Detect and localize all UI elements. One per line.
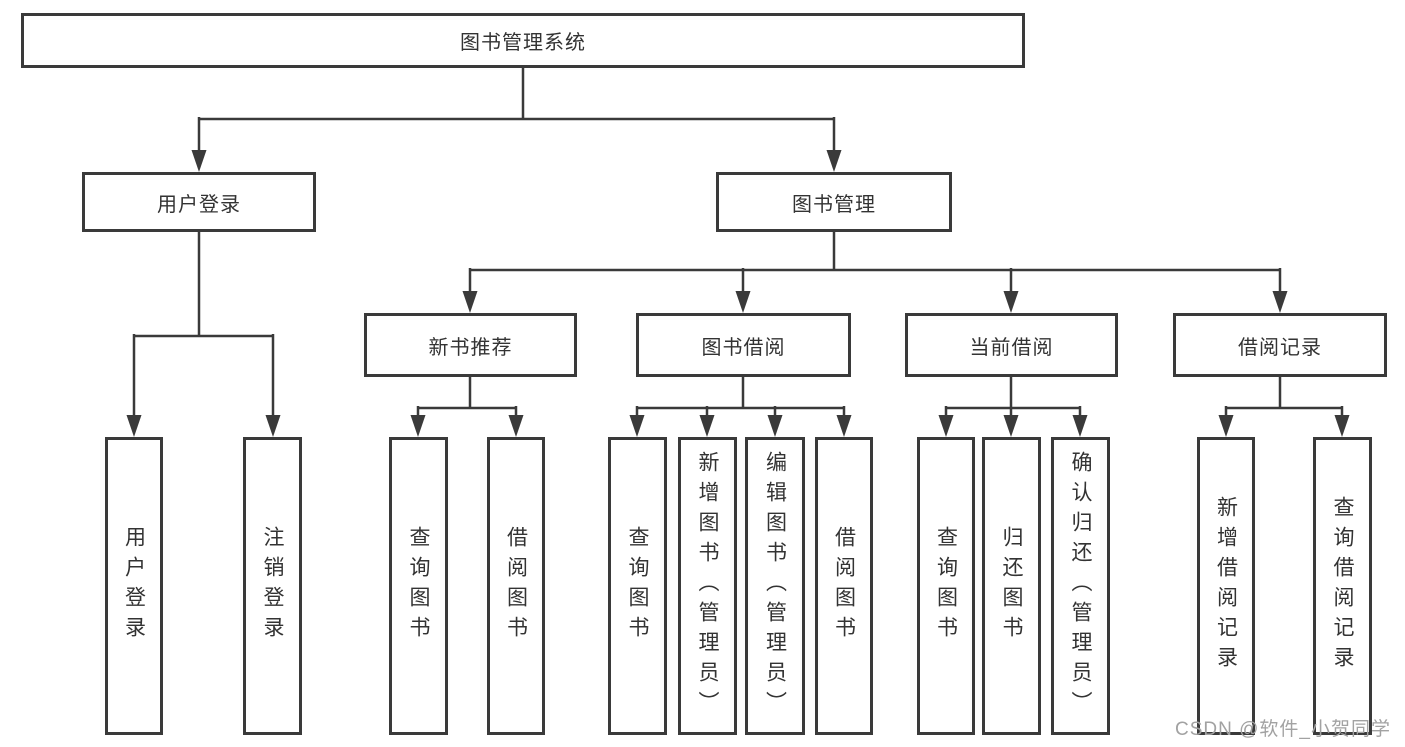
arrowhead-icon bbox=[1072, 415, 1088, 437]
arrowhead-icon bbox=[462, 291, 478, 313]
csdn-watermark: CSDN @软件_小贺同学 bbox=[1175, 719, 1391, 740]
arrowhead-icon bbox=[826, 150, 842, 172]
arrowhead-icon bbox=[410, 415, 426, 437]
arrowhead-icon bbox=[699, 415, 715, 437]
node-label: 图书管理 bbox=[792, 193, 876, 216]
node-label: 图书借阅 bbox=[701, 336, 786, 359]
leaf-edit-books-admin: 编辑图书（管理员） bbox=[745, 437, 805, 735]
arrowhead-icon bbox=[735, 291, 751, 313]
node-label: 用户登录 bbox=[122, 526, 146, 646]
edge-recommend-to-leaves bbox=[416, 377, 518, 417]
leaf-borrow-books: 借阅图书 bbox=[815, 437, 873, 735]
arrowhead-icon bbox=[1334, 415, 1350, 437]
arrowhead-icon bbox=[1218, 415, 1234, 437]
edge-root-to-level2 bbox=[197, 68, 836, 152]
edge-borrow-to-leaves bbox=[635, 377, 846, 417]
edge-current-to-leaves bbox=[944, 377, 1082, 417]
node-label: 图书管理系统 bbox=[460, 32, 586, 54]
node-label: 借阅图书 bbox=[504, 526, 528, 646]
arrowhead-icon bbox=[191, 150, 207, 172]
arrowhead-icon bbox=[126, 415, 142, 437]
leaf-add-borrow-record: 新增借阅记录 bbox=[1197, 437, 1255, 735]
leaf-query-borrow-record: 查询借阅记录 bbox=[1313, 437, 1372, 735]
leaf-query-books-borrow: 查询图书 bbox=[608, 437, 667, 735]
edge-management-to-level3 bbox=[468, 232, 1282, 293]
arrowhead-icon bbox=[767, 415, 783, 437]
node-label: 新增借阅记录 bbox=[1214, 496, 1238, 676]
node-book-borrow: 图书借阅 bbox=[636, 313, 851, 377]
edge-login-to-leaves bbox=[132, 232, 275, 417]
leaf-logout: 注销登录 bbox=[243, 437, 302, 735]
node-library-management-system: 图书管理系统 bbox=[21, 13, 1025, 68]
arrowhead-icon bbox=[265, 415, 281, 437]
node-label: 查询图书 bbox=[626, 526, 649, 646]
node-label: 当前借阅 bbox=[969, 336, 1054, 359]
leaf-query-books-recommend: 查询图书 bbox=[389, 437, 448, 735]
node-label: 编辑图书（管理员） bbox=[763, 451, 787, 721]
node-label: 查询图书 bbox=[407, 526, 430, 646]
edge-records-to-leaves bbox=[1224, 377, 1344, 417]
node-label: 借阅图书 bbox=[832, 526, 856, 646]
node-label: 借阅记录 bbox=[1238, 336, 1322, 359]
node-current-borrow: 当前借阅 bbox=[905, 313, 1118, 377]
arrowhead-icon bbox=[1003, 415, 1019, 437]
arrowhead-icon bbox=[629, 415, 645, 437]
node-borrow-records: 借阅记录 bbox=[1173, 313, 1387, 377]
node-book-management: 图书管理 bbox=[716, 172, 952, 232]
node-label: 查询借阅记录 bbox=[1331, 496, 1354, 676]
node-label: 注销登录 bbox=[261, 526, 284, 646]
arrowhead-icon bbox=[836, 415, 852, 437]
leaf-borrow-books-recommend: 借阅图书 bbox=[487, 437, 545, 735]
node-label: 确认归还（管理员） bbox=[1069, 451, 1092, 721]
node-user-login: 用户登录 bbox=[82, 172, 316, 232]
node-label: 新书推荐 bbox=[428, 336, 513, 359]
leaf-query-books-current: 查询图书 bbox=[917, 437, 975, 735]
leaf-return-books: 归还图书 bbox=[982, 437, 1041, 735]
node-new-book-recommend: 新书推荐 bbox=[364, 313, 577, 377]
node-label: 归还图书 bbox=[1000, 526, 1023, 646]
leaf-confirm-return-admin: 确认归还（管理员） bbox=[1051, 437, 1110, 735]
leaf-user-login: 用户登录 bbox=[105, 437, 163, 735]
leaf-add-books-admin: 新增图书（管理员） bbox=[678, 437, 737, 735]
node-label: 查询图书 bbox=[934, 526, 958, 646]
arrowhead-icon bbox=[508, 415, 524, 437]
arrowhead-icon bbox=[938, 415, 954, 437]
node-label: 用户登录 bbox=[157, 193, 241, 216]
node-label: 新增图书（管理员） bbox=[696, 451, 719, 721]
arrowhead-icon bbox=[1272, 291, 1288, 313]
arrowhead-icon bbox=[1003, 291, 1019, 313]
